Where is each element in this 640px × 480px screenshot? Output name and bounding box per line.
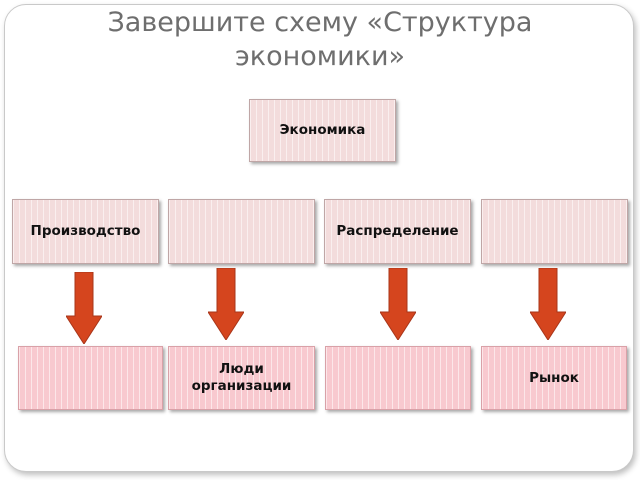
bottom-box-label: Люди организации (191, 361, 292, 394)
root-box-label: Экономика (279, 122, 366, 138)
title-line-1: Завершите схему «Структура (107, 7, 533, 38)
bottom-box-label: Рынок (529, 369, 579, 386)
middle-box-empty-2 (168, 199, 315, 264)
bottom-box-market: Рынок (481, 346, 627, 410)
slide-title: Завершите схему «Структура экономики» (40, 6, 600, 74)
arrow-down-icon (380, 268, 416, 340)
bottom-box-empty-1 (18, 346, 163, 410)
root-box-economy: Экономика (249, 99, 396, 162)
arrow-down-icon (66, 272, 102, 344)
arrow-down-icon (208, 268, 244, 340)
middle-box-label: Производство (30, 223, 141, 239)
middle-box-label: Распределение (336, 223, 459, 239)
middle-box-production: Производство (12, 199, 159, 264)
title-line-2: экономики» (234, 41, 406, 72)
arrow-down-icon (530, 268, 566, 340)
bottom-box-people: Люди организации (168, 346, 315, 410)
middle-box-distribution: Распределение (324, 199, 471, 264)
bottom-box-empty-3 (325, 346, 471, 410)
middle-box-empty-4 (481, 199, 628, 264)
